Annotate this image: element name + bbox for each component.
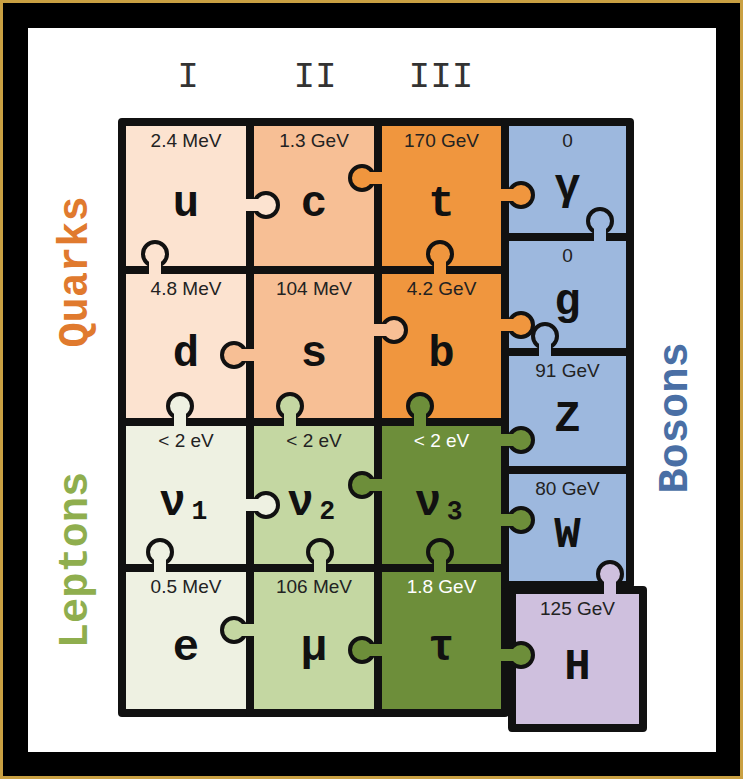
mass-value: 4.8 MeV (151, 279, 222, 300)
mass-value: 4.2 GeV (407, 279, 477, 300)
particle-piece: < 2 eVν₁ (122, 422, 250, 568)
mass-value: < 2 eV (286, 431, 341, 452)
particle-piece: 91 GeVZ (505, 352, 630, 470)
particle-symbol: d (173, 300, 199, 422)
particle-symbol: Z (554, 382, 580, 470)
mass-value: 91 GeV (535, 361, 599, 382)
puzzle-piece (122, 270, 250, 422)
mass-value: 106 MeV (276, 577, 352, 598)
particle-piece: 0g (505, 237, 630, 352)
particle-piece: 0γ (505, 122, 630, 237)
puzzle-neck (500, 319, 516, 331)
particle-piece: 125 GeVH (512, 590, 643, 728)
particle-symbol: W (554, 500, 580, 585)
puzzle-neck (604, 579, 616, 595)
mass-value: 0 (562, 131, 573, 152)
puzzle-piece (505, 352, 630, 470)
puzzle-neck (594, 226, 606, 242)
puzzle-neck (500, 189, 516, 201)
particle-piece: 80 GeVW (505, 470, 630, 585)
particle-symbol: t (428, 152, 454, 270)
particle-piece: 1.3 GeVc (250, 122, 378, 270)
group-label: Quarks (55, 196, 97, 347)
puzzle-neck (434, 557, 446, 573)
puzzle-neck (367, 479, 383, 491)
mass-value: < 2 eV (158, 431, 213, 452)
particle-symbol: g (554, 267, 580, 352)
puzzle-piece (250, 568, 378, 713)
particle-piece: 0.5 MeVe (122, 568, 250, 713)
mass-value: 0 (562, 246, 573, 267)
puzzle-piece (378, 422, 505, 568)
mass-value: 0.5 MeV (151, 577, 222, 598)
puzzle-neck (239, 349, 255, 361)
mass-value: 104 MeV (276, 279, 352, 300)
generation-header: I (177, 60, 199, 96)
mass-value: 2.4 MeV (151, 131, 222, 152)
particle-symbol: b (428, 300, 454, 422)
particle-symbol: ν₂ (288, 452, 341, 568)
particle-piece: 4.8 MeVd (122, 270, 250, 422)
particle-symbol: μ (301, 598, 327, 713)
particle-symbol: τ (428, 598, 454, 713)
mass-value: 125 GeV (540, 599, 615, 620)
particle-piece: < 2 eVν₃ (378, 422, 505, 568)
puzzle-neck (367, 644, 383, 656)
puzzle-neck (434, 259, 446, 275)
mass-value: 1.3 GeV (279, 131, 349, 152)
puzzle-piece (250, 270, 378, 422)
particle-piece: 170 GeVt (378, 122, 505, 270)
particle-symbol: s (301, 300, 327, 422)
group-label: Bosons (655, 342, 697, 493)
mass-value: < 2 eV (414, 431, 469, 452)
generation-header: II (293, 60, 336, 96)
puzzle-neck (414, 411, 426, 427)
puzzle-piece (122, 568, 250, 713)
particle-piece: 106 MeVμ (250, 568, 378, 713)
puzzle-piece (378, 122, 505, 270)
puzzle-neck (239, 624, 255, 636)
particle-symbol: ν₁ (160, 452, 213, 568)
particle-symbol: e (173, 598, 199, 713)
puzzle-piece (378, 568, 505, 713)
particle-piece: 4.2 GeVb (378, 270, 505, 422)
mass-value: 1.8 GeV (407, 577, 477, 598)
puzzle-neck (245, 199, 261, 211)
particle-piece: 104 MeVs (250, 270, 378, 422)
puzzle-neck (500, 649, 516, 661)
puzzle-neck (367, 172, 383, 184)
puzzle-neck (500, 434, 516, 446)
generation-header: III (409, 60, 474, 96)
particle-symbol: u (173, 152, 199, 270)
particle-piece: 2.4 MeVu (122, 122, 250, 270)
puzzle-piece (505, 122, 630, 237)
puzzle-neck (149, 259, 161, 275)
puzzle-neck (174, 411, 186, 427)
puzzle-piece (250, 122, 378, 270)
puzzle-neck (314, 557, 326, 573)
particle-symbol: c (301, 152, 327, 270)
puzzle-neck (500, 514, 516, 526)
particle-symbol: γ (554, 152, 580, 237)
puzzle-piece (505, 470, 630, 585)
puzzle-piece (122, 122, 250, 270)
particle-symbol: H (564, 620, 590, 728)
puzzle-piece (505, 237, 630, 352)
puzzle-neck (154, 557, 166, 573)
puzzle-piece (378, 270, 505, 422)
puzzle-piece (122, 422, 250, 568)
group-label: Leptons (55, 472, 97, 648)
puzzle-neck (284, 411, 296, 427)
particle-piece: < 2 eVν₂ (250, 422, 378, 568)
mass-value: 80 GeV (535, 479, 599, 500)
puzzle-neck (373, 324, 389, 336)
puzzle-piece (250, 422, 378, 568)
puzzle-neck (539, 341, 551, 357)
particle-piece: 1.8 GeVτ (378, 568, 505, 713)
puzzle-neck (245, 499, 261, 511)
mass-value: 170 GeV (404, 131, 479, 152)
particle-symbol: ν₃ (415, 452, 468, 568)
